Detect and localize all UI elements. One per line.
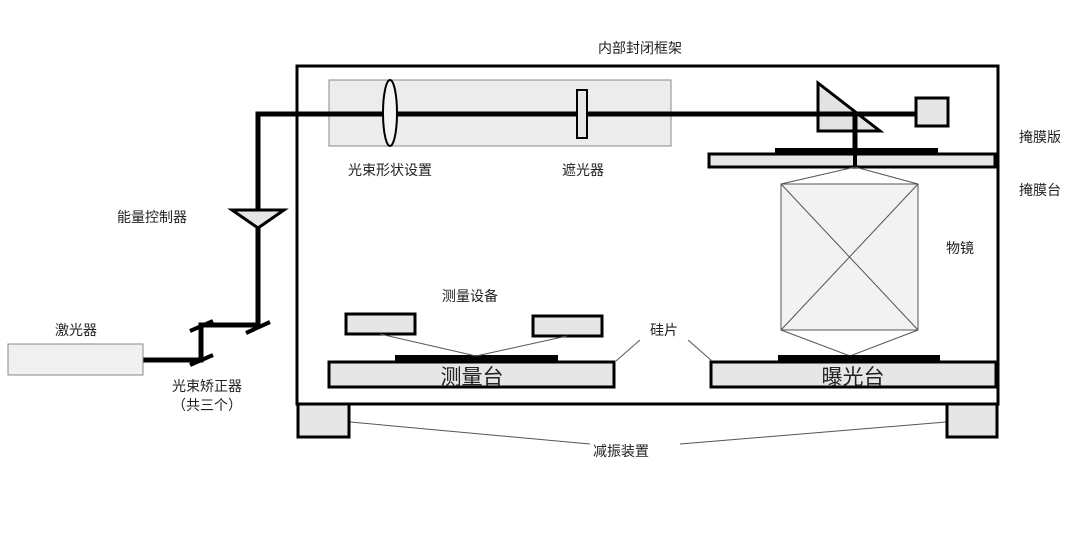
enclosure-frame (295, 64, 1000, 406)
exposure-stage (709, 360, 998, 389)
shutter-icon (576, 89, 588, 139)
beam-corrector-label: 光束矫正器 (172, 379, 242, 395)
mask-label: 掩膜版 (1019, 130, 1061, 146)
energy-controller-icon (227, 208, 289, 230)
beam-shaping-label: 光束形状设置 (348, 163, 432, 179)
frame-label: 内部封闭框架 (598, 41, 682, 57)
damper-label: 减振装置 (593, 444, 649, 460)
laser-box (7, 343, 144, 376)
exposure-stage-label: 曝光台 (822, 365, 885, 389)
beam-corrector-note: （共三个） (172, 398, 242, 414)
objective-lens (780, 166, 919, 357)
measurement-device-left (344, 312, 417, 336)
beam-dump-box (914, 96, 950, 128)
objective-label: 物镜 (946, 241, 974, 257)
prism-icon (816, 79, 885, 133)
mask-stage-label: 掩膜台 (1019, 183, 1061, 199)
beam-corrector-mirrors (189, 319, 271, 367)
damper-left (296, 402, 351, 439)
mask-stage (707, 152, 997, 169)
measurement-wafer (395, 355, 558, 362)
measurement-stage-label: 测量台 (441, 365, 504, 389)
measurement-device-label: 测量设备 (442, 288, 498, 305)
measurement-device-right (531, 314, 604, 338)
lens-icon (382, 79, 398, 147)
measurement-rays (349, 333, 947, 445)
damper-right (945, 402, 999, 439)
shutter-label: 遮光器 (562, 163, 604, 179)
measurement-stage (327, 360, 616, 389)
laser-label: 激光器 (55, 322, 97, 339)
exposure-wafer (778, 355, 940, 362)
wafer-label: 硅片 (650, 323, 678, 339)
energy-controller-label: 能量控制器 (117, 210, 187, 226)
